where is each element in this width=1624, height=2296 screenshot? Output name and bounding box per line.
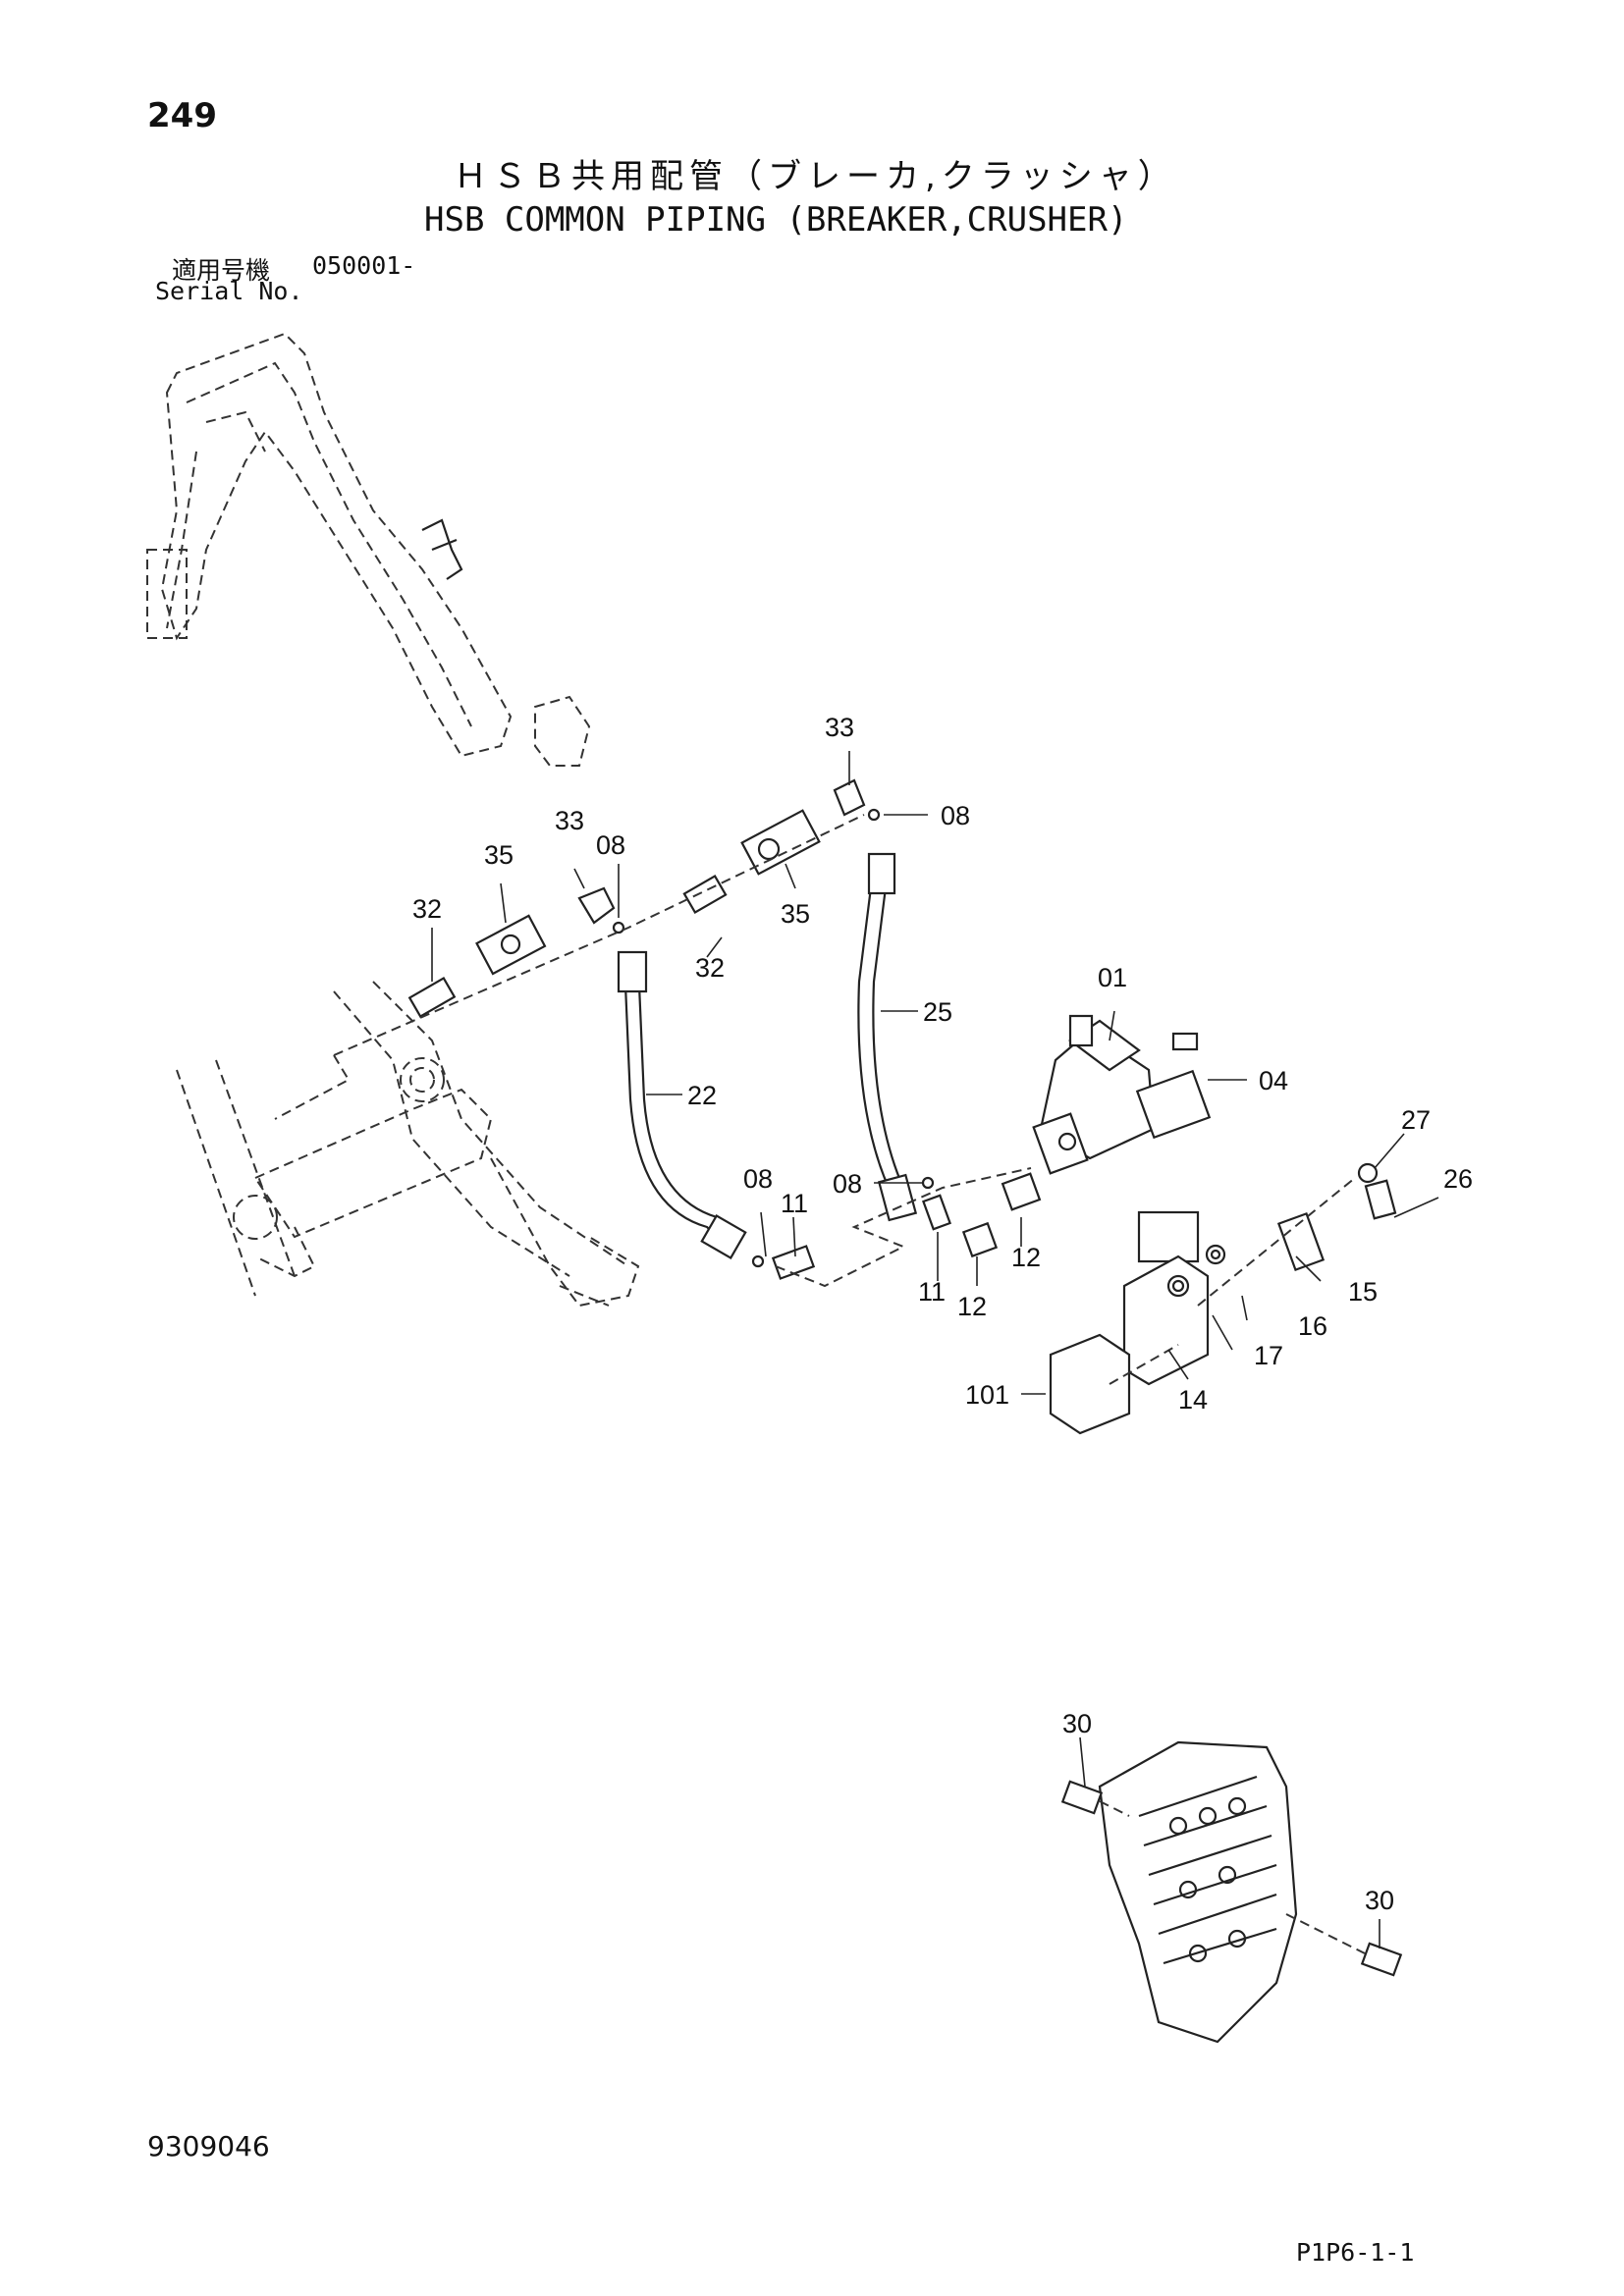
boom-arm-outline — [146, 332, 591, 767]
callout-16: 16 — [1298, 1311, 1327, 1341]
callout-30b: 30 — [1365, 1886, 1394, 1915]
document-number: 9309046 — [147, 2130, 270, 2163]
callout-11b: 11 — [918, 1277, 946, 1307]
callout-12a: 12 — [1011, 1243, 1041, 1272]
callout-labels: 33 08 35 25 33 08 35 32 32 22 01 04 27 2… — [412, 713, 1473, 1915]
callout-14: 14 — [1178, 1385, 1208, 1415]
serial-label-japanese: 適用号機 — [172, 256, 271, 285]
callout-25: 25 — [923, 997, 952, 1027]
page-number: 249 — [147, 96, 217, 135]
leader-lines — [431, 751, 1439, 1949]
callout-33b: 33 — [555, 806, 584, 835]
connection-lines — [274, 814, 1356, 1385]
callout-30a: 30 — [1062, 1709, 1092, 1738]
serial-value: 050001- — [312, 251, 416, 280]
callout-32a: 32 — [412, 894, 442, 924]
callout-22: 22 — [687, 1081, 717, 1110]
callout-32b: 32 — [695, 953, 725, 983]
callout-26: 26 — [1443, 1164, 1473, 1194]
lower-boom-outline — [176, 981, 640, 1308]
fittings-group — [407, 778, 1042, 1280]
callout-11a: 11 — [781, 1189, 808, 1218]
page-code: P1P6-1-1 — [1296, 2238, 1415, 2267]
callout-08c: 08 — [743, 1164, 773, 1194]
callout-12b: 12 — [957, 1292, 987, 1321]
title-japanese: ＨＳＢ共用配管（ブレーカ,クラッシャ） — [454, 157, 1177, 196]
callout-17: 17 — [1254, 1341, 1283, 1370]
callout-33a: 33 — [825, 713, 854, 742]
callout-08b: 08 — [596, 830, 625, 860]
control-valve-block — [1060, 1740, 1403, 2044]
callout-08a: 08 — [941, 801, 970, 830]
callout-35a: 35 — [781, 899, 810, 929]
hose-25 — [857, 852, 918, 1222]
callout-15: 15 — [1348, 1277, 1378, 1307]
valve-assembly-01 — [1032, 1014, 1397, 1435]
callout-04: 04 — [1259, 1066, 1288, 1095]
callout-101: 101 — [965, 1380, 1009, 1410]
serial-label-english: Serial No. — [155, 277, 303, 305]
callout-01: 01 — [1098, 963, 1127, 992]
callout-08d: 08 — [833, 1169, 862, 1199]
title-english: HSB COMMON PIPING (BREAKER,CRUSHER) — [424, 200, 1128, 240]
callout-35b: 35 — [484, 840, 514, 870]
callout-27: 27 — [1401, 1105, 1431, 1135]
hose-22 — [617, 950, 747, 1259]
